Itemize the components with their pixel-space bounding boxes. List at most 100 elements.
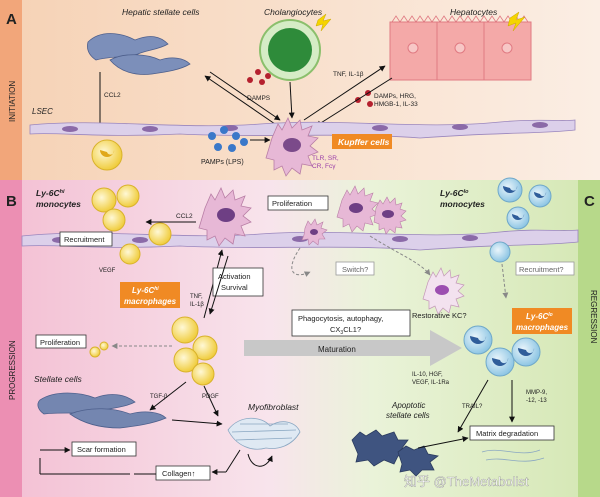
recruitment-box xyxy=(59,231,113,247)
line-myo-collagen xyxy=(225,449,241,473)
arrow-kupffer-to-stellate xyxy=(204,75,276,125)
arrow-apoptotic-to-matrix xyxy=(417,436,469,449)
label-survival: Survival xyxy=(221,283,248,292)
label-macrophages-lo: macrophages xyxy=(516,323,569,332)
pamps-dots xyxy=(208,126,248,152)
label-ly6c-lo: Ly-6Clo xyxy=(440,188,469,198)
label-ccl2-progression: CCL2 xyxy=(176,213,193,220)
label-phago-2: CX3CL1? xyxy=(330,325,361,336)
panel-c-letter: C xyxy=(584,193,595,210)
ly6c-lo-macrophages xyxy=(463,325,541,377)
label-tgfb: TGF-β xyxy=(150,394,168,400)
matrix-degradation-box xyxy=(469,425,555,441)
label-ly6c-hi-macro: Ly-6Chi xyxy=(132,286,159,295)
label-monocytes-lo: monocytes xyxy=(440,199,485,209)
arrow-cholangiocyte-to-kupffer xyxy=(288,81,295,119)
label-tnf-il1b-initiation: TNF, IL-1β xyxy=(333,71,364,78)
watermark: 知乎 @TheMetabolist xyxy=(404,474,529,489)
label-tnf-progression-2: IL-1β xyxy=(190,302,204,308)
label-hepatic-stellate-cells: Hepatic stellate cells xyxy=(122,7,200,17)
kupffer-nucleus xyxy=(283,138,301,152)
label-ly6c-lo-macro: Ly-6Clo xyxy=(526,312,553,321)
arrow-tgfb xyxy=(149,381,187,411)
ly6c-hi-monocytes xyxy=(91,184,172,265)
label-stellate-progression: Stellate cells xyxy=(34,374,82,384)
small-proliferating-cells xyxy=(89,341,109,358)
label-vegf-progression: VEGF xyxy=(99,268,116,274)
label-pdgf: PDGF xyxy=(202,394,219,400)
myofibroblast-cell xyxy=(227,417,301,450)
label-damps-list-1: DAMPs, HRG, xyxy=(374,93,416,100)
degraded-fibers xyxy=(481,449,545,462)
arrow-recruitment-lo xyxy=(501,263,509,299)
panel-b-sidebar xyxy=(0,180,22,497)
label-receptors-2: CR, Fcγ xyxy=(312,163,336,170)
arrow-stellate-to-myofibroblast xyxy=(171,419,223,427)
label-kupffer-cells: Kupffer cells xyxy=(338,137,390,147)
label-recruitment-question: Recruitment? xyxy=(519,265,564,274)
label-hepatocytes: Hepatocytes xyxy=(450,7,498,17)
arrow-proliferation-loop xyxy=(291,247,311,277)
collagen-box xyxy=(155,465,211,481)
arrow-trail xyxy=(457,379,489,433)
kupffer-nucleus-progression xyxy=(217,208,235,222)
label-apoptotic-2: stellate cells xyxy=(386,411,430,420)
panel-a-side-label: INITIATION xyxy=(8,81,17,122)
arrow-switch xyxy=(369,235,431,276)
arrow-hepatocytes-to-kupffer xyxy=(315,77,393,127)
label-ly6c-hi: Ly-6Chi xyxy=(36,188,65,198)
stellate-cells-initiation xyxy=(87,33,191,75)
macrophages-hi-box xyxy=(120,282,180,308)
lsec-layer-initiation xyxy=(29,119,576,139)
label-maturation: Maturation xyxy=(318,345,356,354)
proliferation-box-left xyxy=(35,334,87,349)
label-myofibroblast: Myofibroblast xyxy=(248,402,299,412)
arrow-myofibroblast-loop xyxy=(247,453,273,467)
cholangiocyte-lumen xyxy=(268,28,312,72)
scar-formation-box xyxy=(71,441,137,457)
label-restorative-kc: Restorative KC? xyxy=(412,311,467,320)
stellate-cells-progression xyxy=(37,392,167,429)
arrow-kc-to-macro xyxy=(208,255,229,315)
label-proliferation-top: Proliferation xyxy=(272,199,312,208)
label-macrophages-hi: macrophages xyxy=(124,297,177,306)
panel-b-letter: B xyxy=(6,193,17,210)
lightning-icon-cholangiocyte xyxy=(315,13,332,32)
label-matrix-degradation: Matrix degradation xyxy=(476,429,538,438)
proliferation-box-top xyxy=(267,195,329,211)
panel-a-letter: A xyxy=(6,11,17,28)
label-phago-1: Phagocytosis, autophagy, xyxy=(298,314,383,323)
label-collagen: Collagen↑ xyxy=(162,469,195,478)
label-lsec: LSEC xyxy=(32,107,53,116)
switch-box xyxy=(335,261,375,276)
label-recruitment: Recruitment xyxy=(64,235,105,244)
label-pamps: PAMPs (LPS) xyxy=(201,159,244,166)
arrow-stellate-to-kupffer xyxy=(209,71,281,121)
label-activation: Activation xyxy=(218,272,251,281)
recruitment-question-box xyxy=(515,261,575,276)
label-proliferation-left: Proliferation xyxy=(40,338,80,347)
label-ccl2-initiation: CCL2 xyxy=(104,92,121,99)
panel-a-sidebar xyxy=(0,0,22,180)
apoptotic-stellate-cells xyxy=(351,429,439,477)
panel-c-side-label: REGRESSION xyxy=(589,290,598,344)
arrow-kupffer-to-hepatocytes xyxy=(303,65,386,121)
proliferating-kupffer-cells xyxy=(301,185,407,246)
macrophages-lo-box xyxy=(512,308,572,334)
label-scar-formation: Scar formation xyxy=(77,445,126,454)
label-apoptotic-1: Apoptotic xyxy=(391,401,425,410)
label-il10-2: VEGF, IL-1Ra xyxy=(412,380,450,386)
panel-b-side-label: PROGRESSION xyxy=(8,340,17,400)
label-receptors-1: TLR, SR, xyxy=(312,155,339,162)
label-cholangiocytes: Cholangiocytes xyxy=(264,7,323,17)
ly6c-hi-macrophages xyxy=(171,316,218,386)
maturation-arrow xyxy=(244,330,462,366)
label-mmp-2: -12, -13 xyxy=(526,398,547,404)
arrow-pdgf xyxy=(203,385,219,417)
label-switch: Switch? xyxy=(342,265,368,274)
label-monocytes-hi: monocytes xyxy=(36,199,81,209)
panel-c-sidebar xyxy=(578,180,600,497)
label-tnf-progression-1: TNF, xyxy=(190,294,203,300)
monocyte-nucleus xyxy=(100,150,115,157)
